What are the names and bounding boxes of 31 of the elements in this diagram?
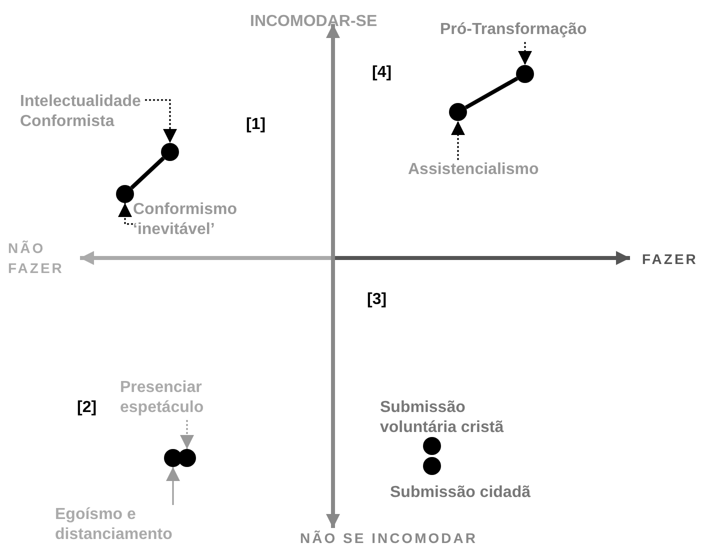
leader-arrow xyxy=(166,467,180,505)
axis-label: NÃO SE INCOMODAR xyxy=(300,529,478,548)
dot-marker xyxy=(423,437,441,455)
quadrant-number: [3] xyxy=(367,290,388,310)
point-label: Intelectualidade Conformista xyxy=(20,92,145,132)
point-label: Presenciar espetáculo xyxy=(120,378,230,418)
leader-arrow xyxy=(145,99,177,143)
point-label: Assistencialismo xyxy=(408,160,558,180)
dot-marker xyxy=(449,103,467,121)
quadrant-number: [2] xyxy=(77,398,98,418)
leader-arrow xyxy=(118,203,133,225)
connector-line xyxy=(130,156,165,190)
dot-marker xyxy=(161,143,179,161)
leader-arrow xyxy=(180,420,194,449)
leader-arrow xyxy=(451,121,465,160)
leader-arrow xyxy=(518,42,532,65)
quadrant-number: [4] xyxy=(372,63,393,83)
dot-marker xyxy=(116,185,134,203)
point-label: Egoísmo e distanciamento xyxy=(55,505,195,545)
dot-marker xyxy=(423,457,441,475)
dot-marker xyxy=(516,65,534,83)
dot-marker xyxy=(164,449,182,467)
axis-label: INCOMODAR-SE xyxy=(250,12,378,32)
dot-marker xyxy=(178,449,196,467)
point-label: Submissão voluntária cristã xyxy=(380,398,540,438)
quadrant-number: [1] xyxy=(246,115,267,135)
point-label: Submissão cidadã xyxy=(390,483,550,503)
axis-label: FAZER xyxy=(642,250,699,269)
connector-line xyxy=(464,76,518,110)
point-label: Conformismo ‘inevitável’ xyxy=(133,200,253,240)
point-label: Pró-Transformação xyxy=(440,20,610,40)
